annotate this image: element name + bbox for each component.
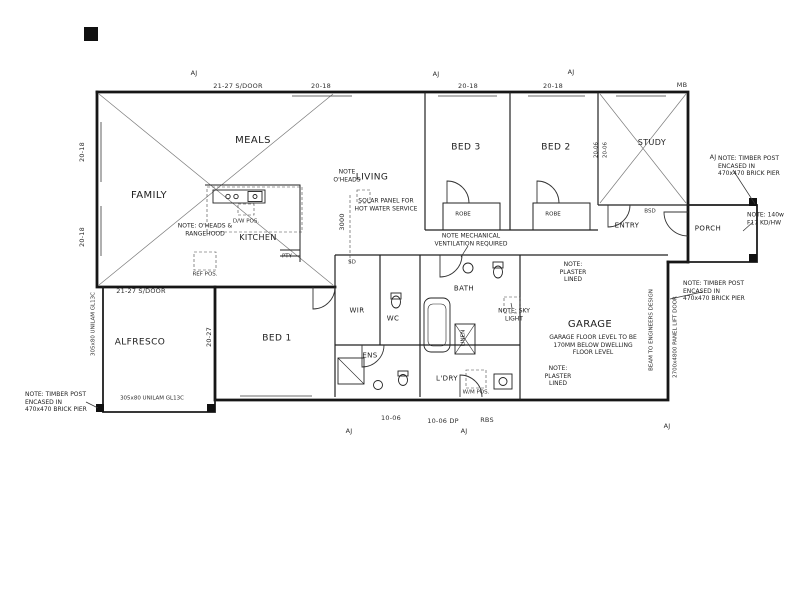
window-lines [100, 95, 666, 397]
bathtub-symbol [423, 297, 451, 353]
dim-sdoor-alfresco: 21-27 S/DOOR [116, 286, 166, 295]
dim-rbs: RBS [480, 415, 494, 424]
room-label-pantry: PTY [281, 253, 293, 260]
note-plaster-lined-top: NOTE: PLASTER LINED [559, 260, 587, 283]
note-solar-panel: SOLAR PANEL FOR HOT WATER SERVICE [354, 197, 418, 213]
post-alfresco-right [207, 404, 215, 412]
note-plaster-lined-bottom: NOTE: PLASTER LINED [544, 364, 572, 387]
linen-closet [454, 323, 476, 355]
washing-machine-position [465, 369, 487, 389]
dim-beam-engineers: BEAM TO ENGINEERS DESIGN [648, 289, 655, 371]
room-label-robe-bed2: ROBE [545, 211, 561, 218]
dim-unilam-left: 305x80 UNILAM GL13C [90, 292, 97, 356]
sink-symbol [247, 191, 263, 202]
label-smoke-detector: SD [348, 259, 356, 266]
room-label-alfresco: ALFRESCO [114, 337, 166, 348]
dim-2018-left-b: 20-18 [77, 227, 86, 247]
room-label-linen: LINEN [460, 329, 467, 347]
dim-2027: 20-27 [204, 327, 213, 347]
dim-2018-top-c: 20-18 [543, 81, 563, 90]
aj-marker: AJ [432, 69, 440, 78]
leader-lines [85, 169, 756, 409]
post-porch-top [749, 198, 757, 206]
fridge-position [193, 251, 217, 271]
dim-1006: 10-06 [381, 413, 401, 422]
dim-1006-dp: 10-06 DP [427, 416, 459, 425]
post-porch-bottom [749, 254, 757, 262]
room-label-kitchen: KITCHEN [239, 233, 277, 242]
note-timber-post-mid: NOTE: TIMBER POST ENCASED IN 470x470 BRI… [683, 279, 745, 302]
dim-unilam-bottom: 305x80 UNILAM GL13C [120, 395, 184, 402]
dim-panel-lift-door: 2700x4800 PANEL LIFT DOOR [672, 296, 679, 378]
dim-2018-left-a: 20-18 [77, 142, 86, 162]
post-alfresco-left [96, 404, 104, 412]
dim-mb: MB [676, 80, 688, 89]
note-garage-floor-level: GARAGE FLOOR LEVEL TO BE 170MM BELOW DWE… [549, 333, 637, 356]
label-bsd: BSD [644, 208, 656, 215]
skylight-symbol [503, 296, 521, 314]
note-timber-post-left: NOTE: TIMBER POST ENCASED IN 470x470 BRI… [25, 390, 87, 413]
dim-2018-top-b: 20-18 [458, 81, 478, 90]
label-washing-machine-pos: W/M POS. [462, 389, 490, 396]
room-label-bed2: BED 2 [541, 142, 571, 153]
note-oheads-rangehood: NOTE: O'HEADS & RANGEHOOD [177, 222, 233, 238]
ceiling-rake-lines [98, 93, 687, 286]
room-label-bed3: BED 3 [451, 142, 481, 153]
door-swings [312, 180, 689, 398]
room-label-ens: ENS [362, 351, 378, 360]
trough-symbol [493, 373, 513, 390]
room-label-living: LIVING [355, 172, 389, 183]
room-label-ldry: L'DRY [436, 374, 458, 383]
dim-2006-b: 20-06 [602, 142, 609, 158]
wc-toilet-symbol [391, 295, 401, 309]
toilet-symbol [493, 265, 503, 279]
room-label-porch: PORCH [694, 224, 722, 233]
solar-panel-symbol [356, 189, 371, 204]
label-dishwasher-pos: D/W POS. [232, 218, 260, 225]
room-label-study: STUDY [637, 138, 667, 147]
room-label-robe-bed3: ROBE [455, 211, 471, 218]
room-label-bath: BATH [453, 284, 475, 293]
kitchen-fixtures [212, 189, 300, 257]
room-label-bed1: BED 1 [262, 333, 292, 344]
dashed-outlines [193, 186, 521, 389]
cooktop-symbol [225, 193, 231, 200]
note-skylight: NOTE: SKY LIGHT [498, 307, 530, 323]
aj-marker: AJ [190, 68, 198, 77]
shower-symbol [337, 357, 365, 385]
note-oheads: NOTE O'HEADS [333, 168, 361, 184]
dim-sdoor-top: 21-27 S/DOOR [213, 81, 263, 90]
dim-2018-top-a: 20-18 [311, 81, 331, 90]
note-timber-post-right: NOTE: TIMBER POST ENCASED IN 470x470 BRI… [718, 154, 780, 177]
aj-marker: AJ [567, 67, 575, 76]
room-label-entry: ENTRY [614, 221, 640, 230]
dishwasher-position [237, 203, 255, 216]
aj-marker: AJ [663, 421, 671, 430]
bathroom-fixtures [390, 261, 504, 355]
aj-marker: AJ [460, 426, 468, 435]
room-label-family: FAMILY [130, 190, 168, 201]
dim-3000: 3000 [337, 213, 346, 231]
room-label-garage: GARAGE [567, 319, 613, 330]
aj-marker: AJ [345, 426, 353, 435]
plan-logo-mark [84, 27, 98, 41]
laundry-fixtures [493, 373, 513, 390]
aj-marker: AJ [709, 152, 717, 161]
basin-symbol [462, 262, 474, 274]
dim-2006-a: 20-06 [593, 142, 600, 158]
room-label-wc: WC [386, 314, 400, 323]
room-label-wir: WIR [349, 306, 365, 315]
note-f17-timber: NOTE: 140w F17 KD/HW [747, 211, 784, 227]
label-fridge-pos: REF POS. [192, 271, 218, 278]
room-label-meals: MEALS [235, 135, 271, 146]
ensuite-fixtures [337, 357, 409, 390]
robe-closets [442, 202, 591, 231]
timber-posts [96, 198, 757, 412]
note-mech-ventilation: NOTE MECHANICAL VENTILATION REQUIRED [434, 232, 508, 248]
